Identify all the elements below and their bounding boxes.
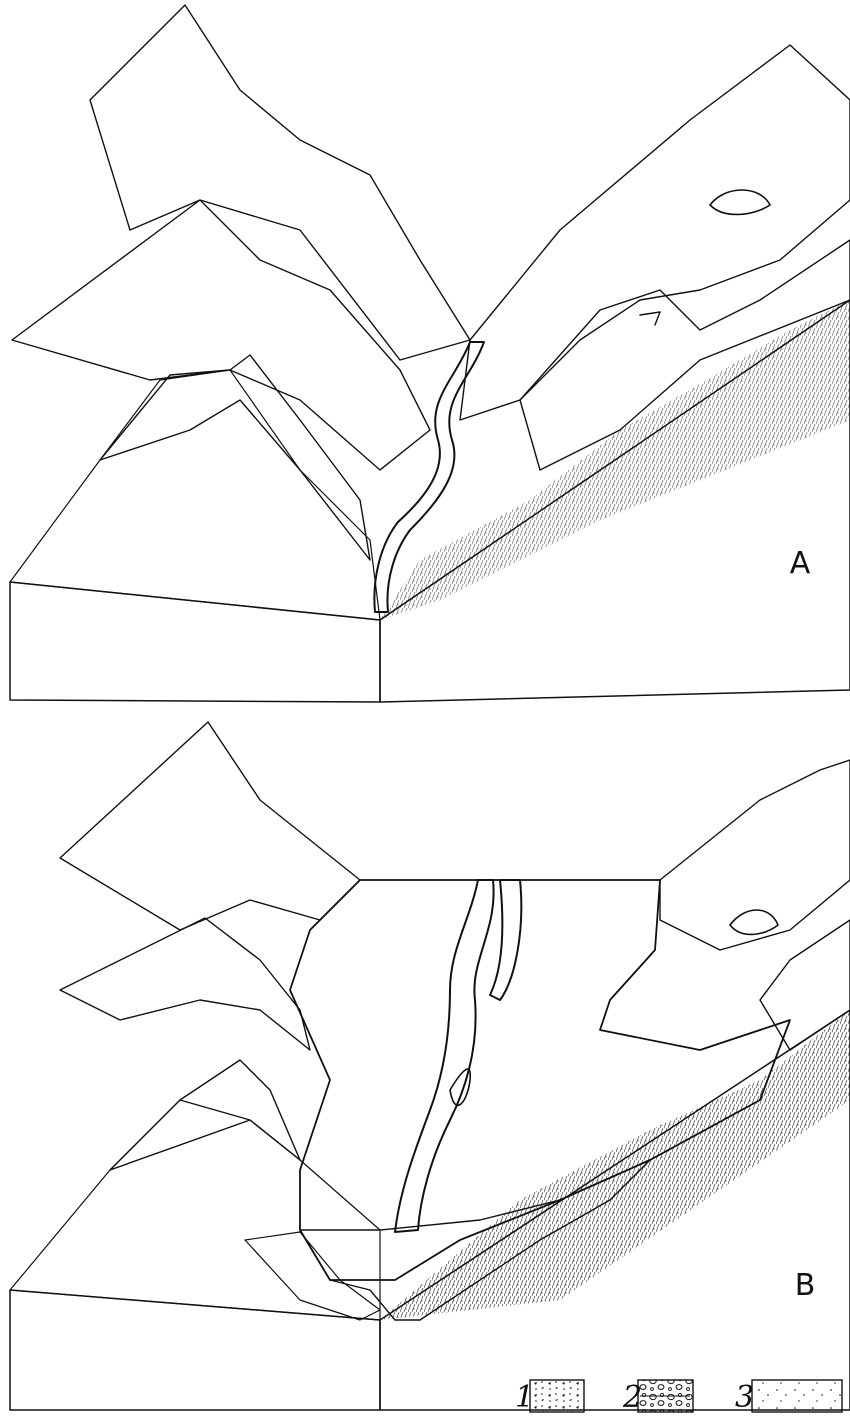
panel-b-far-peak: [60, 722, 360, 930]
legend-swatch-debris: [530, 1380, 584, 1412]
legend-number-3: 3: [735, 1380, 754, 1415]
panel-a-block: A: [10, 5, 850, 702]
legend-swatch-sand: [752, 1380, 842, 1412]
panel-a-label: A: [790, 546, 811, 581]
panel-b-right-peak: [660, 760, 850, 950]
panel-b-front-ridge: [110, 1060, 300, 1170]
panel-a-bedrock-top-left: [10, 370, 380, 620]
panel-a-left-face: [10, 582, 380, 702]
legend-item-3: 3: [735, 1380, 842, 1415]
legend-item-2: 2: [622, 1380, 693, 1415]
panel-b-river: [395, 880, 494, 1232]
panel-a-cirque: [710, 190, 770, 214]
panel-a-small-cirque: [640, 312, 660, 325]
panel-a-left-ridge: [12, 200, 430, 470]
panel-a-bedrock-top-right: [380, 300, 850, 620]
panel-a-far-peak: [90, 5, 470, 360]
panel-b-left-ridge: [60, 918, 310, 1050]
panel-b-cirque: [730, 910, 778, 934]
legend-item-1: 1: [515, 1380, 584, 1415]
legend: 1 2 3: [515, 1380, 842, 1415]
panel-b-coarse-debris: [245, 1232, 380, 1320]
panel-a-front-ridge: [100, 355, 370, 560]
panel-b-block: B: [10, 722, 850, 1410]
panel-b-bedrock-top-left: [10, 1100, 380, 1320]
panel-b-river-branch: [490, 880, 521, 1000]
panel-b-label: B: [795, 1268, 816, 1303]
